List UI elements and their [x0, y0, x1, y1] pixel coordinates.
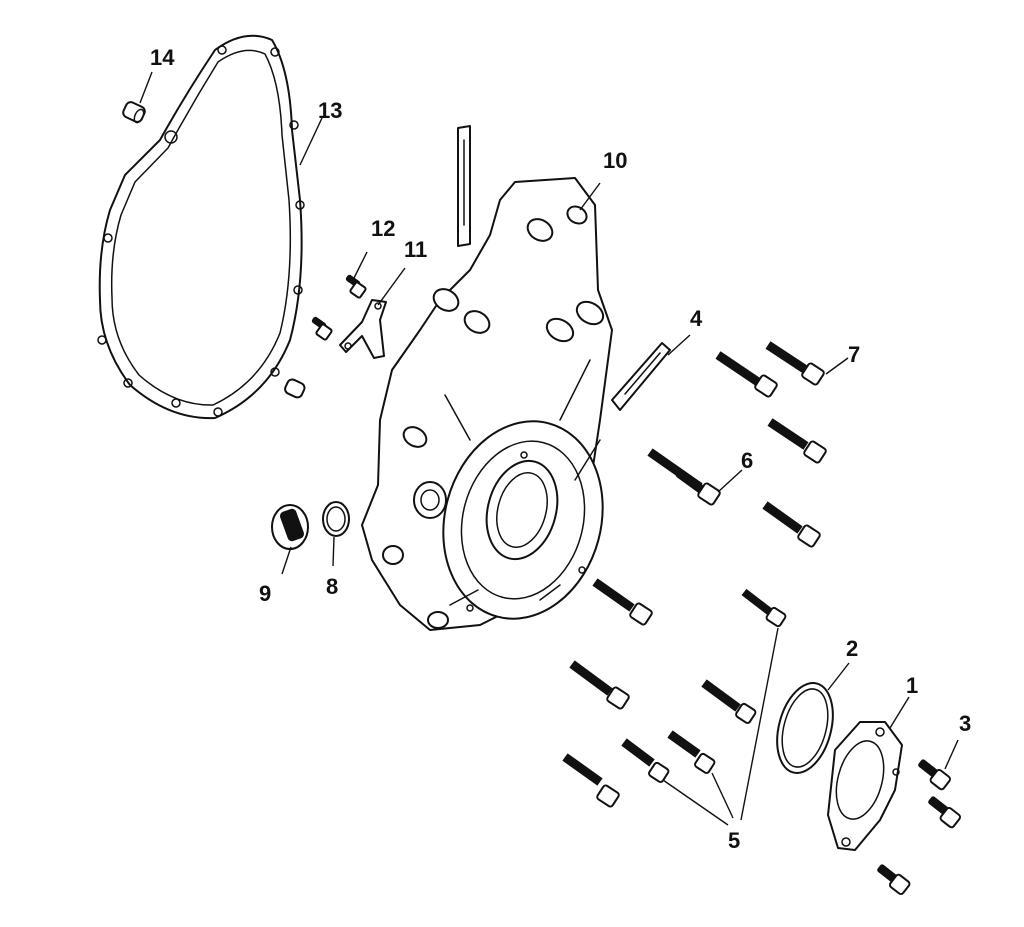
callout-5: 5 — [728, 828, 740, 853]
bolt-5-d — [701, 679, 757, 724]
plate-4 — [611, 342, 671, 411]
bolt-5-a — [592, 578, 653, 626]
callout-2: 2 — [846, 636, 858, 661]
callout-10: 10 — [603, 148, 627, 173]
bolt-5-e — [562, 753, 620, 808]
crankcase-cover-10 — [361, 177, 613, 631]
bolt-7-b — [715, 351, 778, 398]
bolt-5-g — [667, 730, 716, 774]
callout-9: 9 — [259, 581, 271, 606]
bracket-11 — [339, 299, 387, 359]
plug-9 — [271, 504, 309, 550]
bolt-7-c — [767, 418, 827, 464]
bolt-12 — [311, 274, 367, 341]
callout-3: 3 — [959, 711, 971, 736]
callout-1: 1 — [906, 673, 918, 698]
callout-7: 7 — [848, 342, 860, 367]
bolt-6-a — [647, 448, 721, 506]
callout-12: 12 — [371, 216, 395, 241]
o-ring-8 — [322, 501, 350, 537]
bolt-5-c — [569, 660, 630, 710]
o-ring-2 — [776, 682, 834, 774]
callout-6: 6 — [741, 448, 753, 473]
bolt-7-a — [765, 341, 825, 386]
bolt-3 — [877, 759, 962, 896]
leader-lines — [139, 71, 959, 826]
bolt-6-b — [762, 501, 821, 548]
gasket-13 — [97, 34, 305, 420]
bolt-5-f — [621, 738, 670, 783]
callout-4: 4 — [690, 306, 703, 331]
callout-8: 8 — [326, 574, 338, 599]
plate-upper — [457, 125, 471, 247]
callout-11: 11 — [404, 237, 427, 262]
callout-13: 13 — [318, 98, 342, 123]
bolt-5-b — [741, 588, 787, 628]
cover-1 — [827, 721, 903, 851]
callout-14: 14 — [150, 45, 175, 70]
dowel-pin-14 — [122, 101, 306, 399]
